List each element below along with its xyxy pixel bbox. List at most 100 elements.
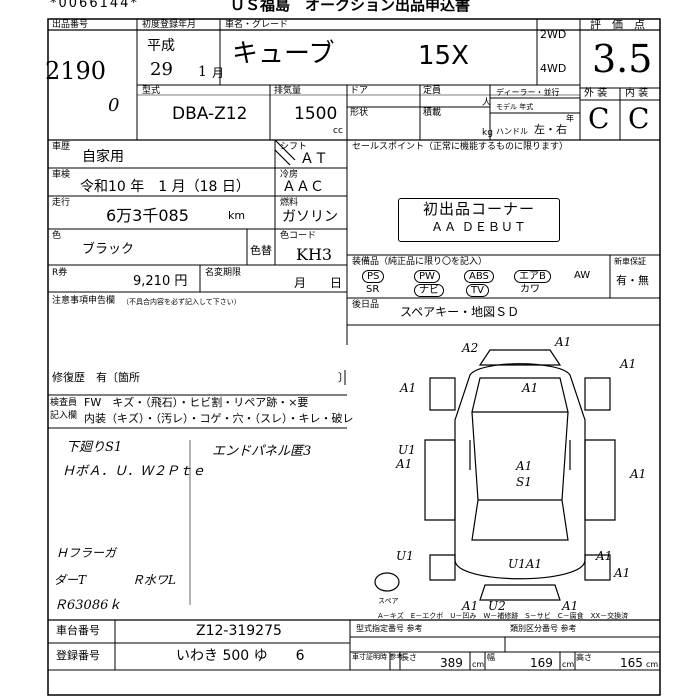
lot-zero: 0 <box>108 95 120 116</box>
diagram-mark: U1 <box>398 443 416 457</box>
usage-label: 車歴 <box>52 142 71 152</box>
car-name-label: 車名・グレード <box>225 20 289 30</box>
chassis-value: Z12-319275 <box>196 623 282 639</box>
drive-2wd: 2WD <box>540 28 567 41</box>
deposit-day: 日 <box>330 276 343 290</box>
shape-label: 形状 <box>350 108 369 118</box>
model-label: 型式 <box>142 86 161 96</box>
diagram-mark: A1 <box>562 599 579 613</box>
usage-value: 自家用 <box>82 149 124 165</box>
diagram-mark: U1A1 <box>508 557 543 571</box>
score-label: 評 価 点 <box>590 18 645 31</box>
registration-month-unit: 月 <box>212 66 225 80</box>
equip-abs: ABS <box>464 270 494 283</box>
load-unit: kg <box>482 128 493 138</box>
header-barcode: *0066144* <box>50 0 139 11</box>
model-year-label: モデル 年式 <box>496 103 534 111</box>
diagram-mark: A1 <box>596 549 613 563</box>
inspector-note-bottom-1: Ｈフラーガ <box>56 546 117 560</box>
equip-tv: TV <box>466 284 489 297</box>
equip-ps: PS <box>362 270 385 283</box>
diagram-legend: A－キズ E－エクボ U－凹み W－補修跡 S－サビ C－腐食 XX－交換済 <box>378 612 629 620</box>
notes-sub-label: （不具合内容を必ず記入して下さい） <box>122 298 241 306</box>
header-title: ＵＳ福島 オークション出品申込書 <box>230 0 471 14</box>
color-label: 色 <box>52 231 62 241</box>
drive-4wd: 4WD <box>540 62 567 75</box>
diagram-mark: A1 <box>462 599 479 613</box>
fuel-value: ガソリン <box>282 209 338 225</box>
cert-label: 型式指定番号 参考 <box>356 624 423 633</box>
inspection-value: 令和10 年 1 月（18 日） <box>80 179 250 195</box>
color-code-value: KH3 <box>296 245 333 264</box>
shift-value: ＡＴ <box>300 151 328 167</box>
debut-stamp: 初出品コーナー ＡＡ ＤＥＢＵＴ <box>398 198 560 242</box>
diagram-mark: A1 <box>630 467 647 481</box>
load-label: 積載 <box>423 108 442 118</box>
inspection-label: 車検 <box>52 170 71 180</box>
reg-label: 登録番号 <box>56 649 100 662</box>
equipment-label: 装備品（純正品に限り〇を記入） <box>352 257 488 267</box>
diagram-mark: A1 <box>396 457 413 471</box>
inspector-note-bottom-2: ダーT <box>54 573 87 587</box>
car-name: キューブ <box>232 39 335 69</box>
diagram-mark: S1 <box>516 475 532 489</box>
inspector-note-left-2: ＨボＡ．Ｕ．Ｗ２Ｐｔｅ <box>62 464 206 479</box>
dealer-label: ディーラー・並行 <box>496 88 560 97</box>
car-grade: 15X <box>418 41 469 71</box>
deposit-month: 月 <box>294 276 307 290</box>
inspector-note-bottom-3: Ｒ水ワL <box>132 573 176 587</box>
height-label: 高さ <box>576 653 592 662</box>
model-value: DBA-Z12 <box>172 104 248 124</box>
shift-label: シフト <box>280 142 308 152</box>
size-label: 車寸証明時 参考 <box>352 653 404 661</box>
sales-point-label: セールスポイント（正常に機能するものに限ります） <box>352 142 569 152</box>
handle-label: ハンドル <box>496 127 528 136</box>
aircon-value: ＡＡＣ <box>282 179 324 195</box>
aircon-label: 冷房 <box>280 170 299 180</box>
cc-value: 1500 <box>294 104 338 124</box>
length-unit: cm <box>472 660 485 669</box>
handle-value: 左・右 <box>534 123 567 136</box>
recycle-label: R券 <box>52 268 68 278</box>
capacity-unit: 人 <box>482 98 492 108</box>
registration-era: 平成 <box>147 38 175 54</box>
spare-label: スペア <box>378 597 399 605</box>
after-label: 後日品 <box>352 300 380 310</box>
reg-value: いわき 500 ゆ 6 <box>176 648 305 664</box>
height-unit: cm <box>646 660 659 669</box>
color-code-label: 色コード <box>280 231 317 241</box>
height-value: 165 <box>620 656 643 670</box>
inspector-note-right-1: エンドパネル匿3 <box>212 444 312 459</box>
debut-stamp-line1: 初出品コーナー <box>422 200 535 218</box>
equip-sr: SR <box>366 284 380 295</box>
cc-label: 排気量 <box>274 86 302 96</box>
mileage-value: 6万3千085 <box>106 206 189 225</box>
width-value: 169 <box>530 656 553 670</box>
equip-pw: PW <box>414 270 440 283</box>
car-diagram <box>374 349 616 601</box>
equip-navi: ナビ <box>414 284 444 297</box>
inspector-note-bottom-4: Ｒ63086ｋ <box>54 598 122 613</box>
diagram-mark: A2 <box>462 341 479 355</box>
score-value: 3.5 <box>592 37 653 81</box>
debut-stamp-line2: ＡＡ ＤＥＢＵＴ <box>431 220 527 234</box>
registration-month: 1 <box>198 64 207 80</box>
equip-aw: AW <box>574 270 591 281</box>
lot-label: 出品番号 <box>52 20 89 30</box>
notes-label: 注意事項申告欄 <box>52 296 116 306</box>
repair-close: 〕 <box>338 371 349 384</box>
inspector-note-left-1: 下廻りS1 <box>66 440 123 455</box>
inspector-label-2: 記入欄 <box>50 411 78 421</box>
repair-label: 修復歴 有〔箇所 <box>52 371 140 384</box>
inspector-label-1: 検査員 <box>50 398 78 408</box>
diagram-mark: A1 <box>614 566 631 580</box>
diagram-mark: U1 <box>396 549 414 563</box>
lot-number: 2190 <box>45 57 107 85</box>
new-car-label: 新車保証 <box>614 257 646 266</box>
fuel-label: 燃料 <box>280 198 299 208</box>
equip-airbag: エアB <box>514 270 551 283</box>
door-label: ドア <box>350 86 369 96</box>
score-interior: C <box>628 102 650 135</box>
recycle-value: 9,210 円 <box>133 274 188 289</box>
